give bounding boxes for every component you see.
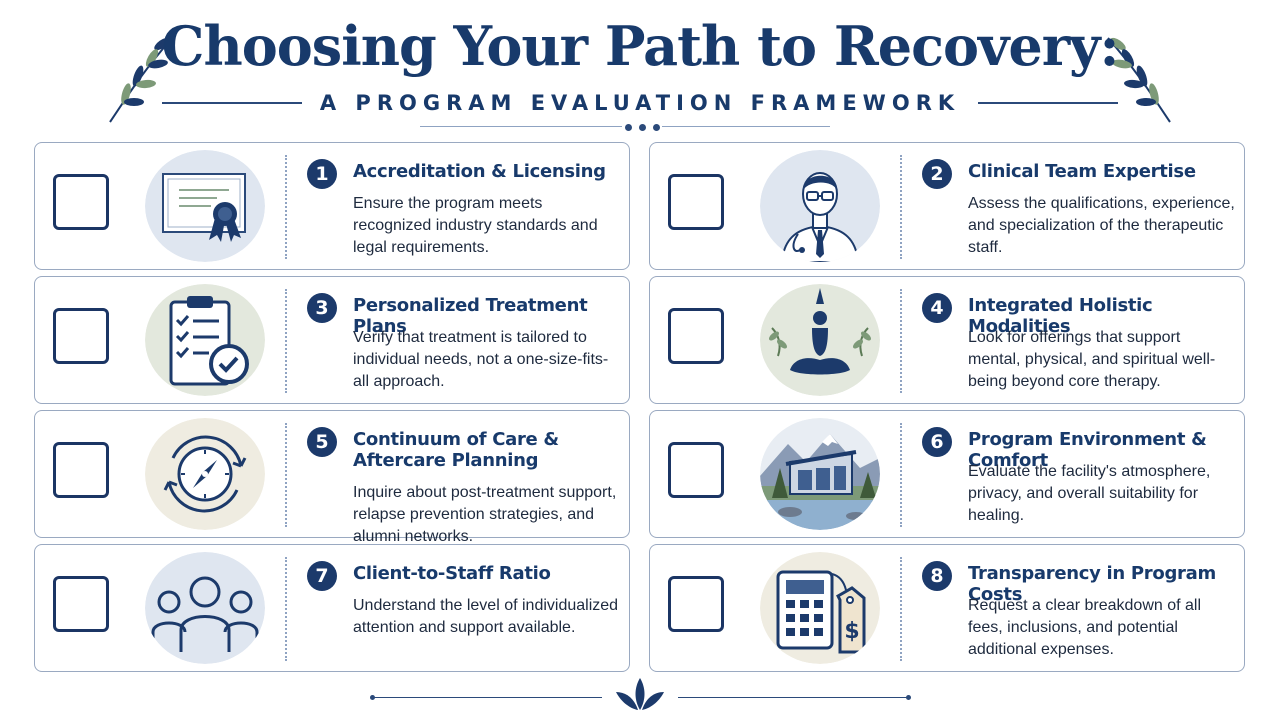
checklist-card-7: 7 Client-to-Staff Ratio Understand the l… bbox=[34, 544, 630, 672]
item-number-badge: 6 bbox=[922, 427, 952, 457]
item-description: Look for offerings that support mental, … bbox=[968, 329, 1216, 390]
facility-landscape-icon bbox=[760, 418, 880, 530]
item-description: Assess the qualifications, experience, a… bbox=[968, 195, 1235, 256]
checkbox-8[interactable] bbox=[668, 576, 724, 632]
footer-dot-right bbox=[906, 695, 911, 700]
item-title: Program Environment & Comfort bbox=[968, 429, 1207, 471]
item-description: Request a clear breakdown of all fees, i… bbox=[968, 597, 1202, 658]
subtitle-rule-right bbox=[978, 102, 1119, 104]
svg-text:$: $ bbox=[844, 619, 859, 644]
card-divider bbox=[900, 155, 902, 259]
item-title: Integrated Holistic Modalities bbox=[968, 295, 1153, 337]
checklist-card-2: 2 Clinical Team Expertise Assess the qua… bbox=[649, 142, 1245, 270]
header-dots-ornament bbox=[622, 122, 662, 132]
subtitle-row: A PROGRAM EVALUATION FRAMEWORK bbox=[0, 88, 1280, 118]
item-number-badge: 8 bbox=[922, 561, 952, 591]
item-number-badge: 4 bbox=[922, 293, 952, 323]
clipboard-checklist-icon bbox=[145, 284, 265, 396]
page-title: Choosing Your Path to Recovery: bbox=[161, 14, 1120, 78]
card-divider bbox=[900, 557, 902, 661]
item-number-badge: 5 bbox=[307, 427, 337, 457]
checkbox-3[interactable] bbox=[53, 308, 109, 364]
checkbox-1[interactable] bbox=[53, 174, 109, 230]
item-title: Client-to-Staff Ratio bbox=[353, 563, 551, 584]
checkbox-5[interactable] bbox=[53, 442, 109, 498]
checklist-card-6: 6 Program Environment & Comfort Evaluate… bbox=[649, 410, 1245, 538]
meditation-icon bbox=[760, 284, 880, 396]
item-title: Continuum of Care & Aftercare Planning bbox=[353, 429, 559, 471]
card-divider bbox=[285, 557, 287, 661]
item-description: Ensure the program meets recognized indu… bbox=[353, 195, 598, 256]
page-subtitle: A PROGRAM EVALUATION FRAMEWORK bbox=[319, 91, 961, 115]
checklist-card-8: $ 8 Transparency in Program Costs Reques… bbox=[649, 544, 1245, 672]
item-title: Personalized Treatment Plans bbox=[353, 295, 588, 337]
item-number-badge: 2 bbox=[922, 159, 952, 189]
checklist-card-3: 3 Personalized Treatment Plans Verify th… bbox=[34, 276, 630, 404]
laurel-right-icon bbox=[1107, 37, 1171, 123]
doctor-icon bbox=[760, 150, 880, 262]
item-number-badge: 1 bbox=[307, 159, 337, 189]
certificate-icon bbox=[145, 150, 265, 262]
item-description: Understand the level of individualized a… bbox=[353, 597, 619, 636]
card-divider bbox=[285, 155, 287, 259]
card-divider bbox=[285, 423, 287, 527]
item-title: Accreditation & Licensing bbox=[353, 161, 606, 182]
item-number-badge: 3 bbox=[307, 293, 337, 323]
checklist-card-5: 5 Continuum of Care & Aftercare Planning… bbox=[34, 410, 630, 545]
checkbox-6[interactable] bbox=[668, 442, 724, 498]
footer-rule-right bbox=[678, 697, 910, 698]
item-description: Evaluate the facility's atmosphere, priv… bbox=[968, 463, 1211, 524]
subtitle-rule-left bbox=[161, 102, 302, 104]
compass-icon bbox=[145, 418, 265, 530]
card-divider bbox=[900, 289, 902, 393]
item-title: Clinical Team Expertise bbox=[968, 161, 1196, 182]
checkbox-4[interactable] bbox=[668, 308, 724, 364]
checklist-card-1: 1 Accreditation & Licensing Ensure the p… bbox=[34, 142, 630, 270]
item-title: Transparency in Program Costs bbox=[968, 563, 1216, 605]
item-description: Inquire about post-treatment support, re… bbox=[353, 484, 617, 545]
leaf-ornament-icon bbox=[616, 678, 664, 710]
item-number-badge: 7 bbox=[307, 561, 337, 591]
checkbox-7[interactable] bbox=[53, 576, 109, 632]
calculator-price-tag-icon: $ bbox=[760, 552, 880, 664]
card-divider bbox=[900, 423, 902, 527]
laurel-left-icon bbox=[109, 37, 173, 123]
people-group-icon bbox=[145, 552, 265, 664]
card-divider bbox=[285, 289, 287, 393]
item-description: Verify that treatment is tailored to ind… bbox=[353, 329, 609, 390]
footer-rule-left bbox=[372, 697, 602, 698]
footer-dot-left bbox=[370, 695, 375, 700]
checklist-card-4: 4 Integrated Holistic Modalities Look fo… bbox=[649, 276, 1245, 404]
checkbox-2[interactable] bbox=[668, 174, 724, 230]
